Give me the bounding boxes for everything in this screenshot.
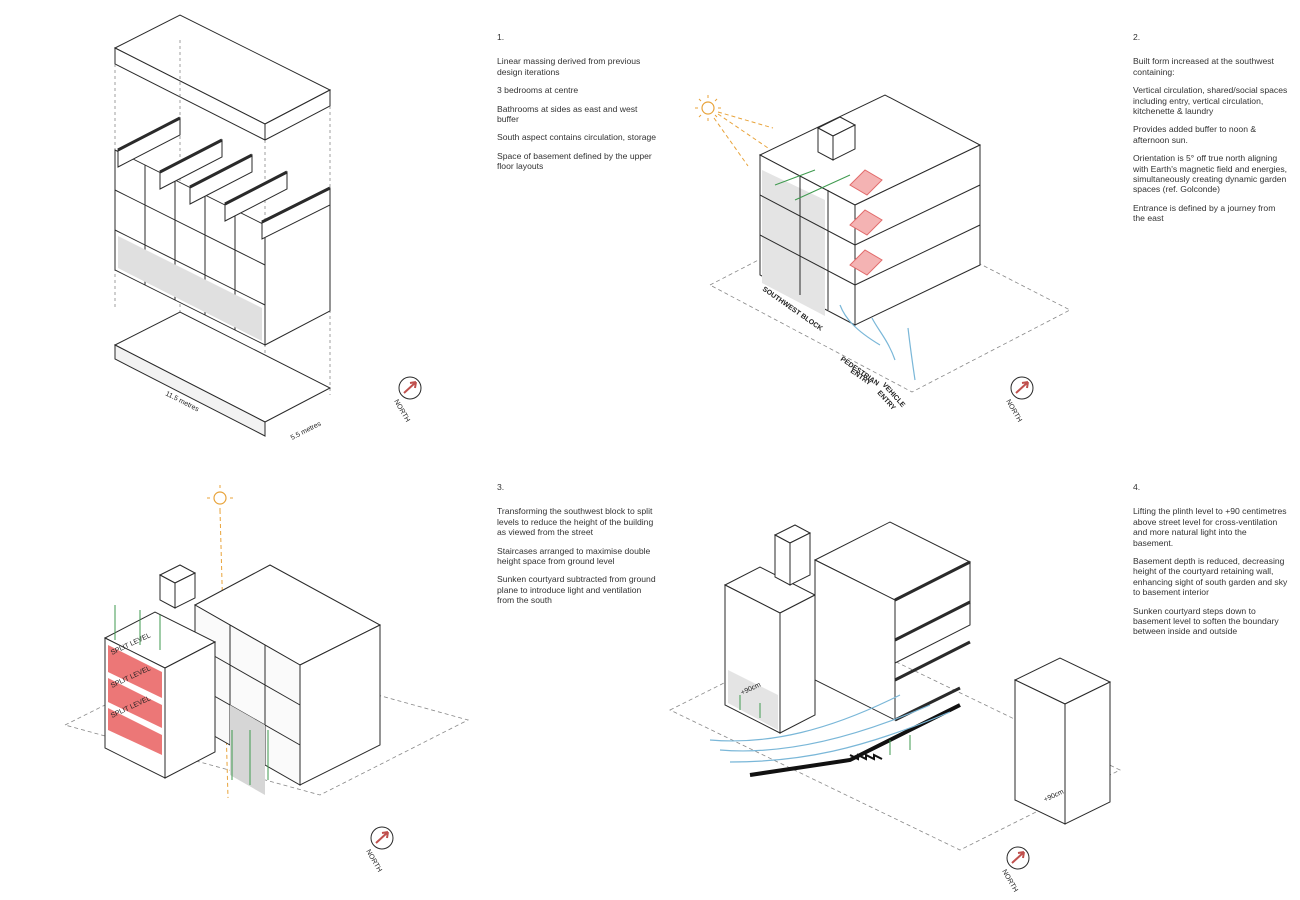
north-compass: NORTH xyxy=(1004,376,1034,424)
green-arrows xyxy=(114,605,269,785)
paragraph: 3 bedrooms at centre xyxy=(497,85,579,96)
stair-tower xyxy=(773,524,812,586)
stair-tower xyxy=(816,116,857,161)
paragraph: Staircases arranged to maximise double h… xyxy=(497,545,651,567)
green-arrows xyxy=(774,169,851,201)
split-level-block xyxy=(103,611,217,779)
paragraph: Sunken courtyard steps down to basement … xyxy=(1133,605,1279,637)
site-boundary xyxy=(63,649,470,796)
paragraph: Lifting the plinth level to +90 centimet… xyxy=(1133,506,1287,548)
north-compass: NORTH xyxy=(1000,846,1030,894)
north-label: NORTH xyxy=(364,849,382,874)
panel-number: 3. xyxy=(497,482,505,492)
west-block xyxy=(723,566,817,734)
width-label: 5.5 metres xyxy=(290,420,323,441)
diagram-1-linear-massing: 11.5 metres 5.5 metres NORTH xyxy=(113,14,422,442)
panel-1: 11.5 metres 5.5 metres NORTH 1. Linear m… xyxy=(0,0,656,450)
panel-4: +90cm +90cm NORTH 4. Lifting the plinth … xyxy=(650,450,1300,900)
green-arrows xyxy=(739,695,911,755)
central-block xyxy=(813,521,972,722)
panel-2: SOUTHWEST BLOCK PEDESTRIAN ENTRY VEHICLE… xyxy=(650,0,1300,450)
north-compass: NORTH xyxy=(392,376,422,424)
north-label: NORTH xyxy=(1000,869,1018,894)
paragraph: Built form increased at the southwest co… xyxy=(1133,56,1274,77)
panel-number: 1. xyxy=(497,32,505,42)
main-building xyxy=(758,94,982,326)
paragraph: Space of basement defined by the upper f… xyxy=(497,150,652,172)
diagram-3-split-levels: SPLIT LEVEL SPLIT LEVEL SPLIT LEVEL NORT… xyxy=(63,485,470,874)
sun-icon xyxy=(695,95,774,167)
panel-1-text: 1. Linear massing derived from previous … xyxy=(497,32,657,180)
panel-3: SPLIT LEVEL SPLIT LEVEL SPLIT LEVEL NORT… xyxy=(0,450,656,900)
red-staircase xyxy=(849,169,883,276)
panel-4-text: 4. Lifting the plinth level to +90 centi… xyxy=(1133,482,1289,645)
diagram-2-southwest-block: SOUTHWEST BLOCK PEDESTRIAN ENTRY VEHICLE… xyxy=(695,94,1071,424)
roof-slab xyxy=(113,14,332,141)
panel-2-text: 2. Built form increased at the southwest… xyxy=(1133,32,1289,232)
paragraph: South aspect contains circulation, stora… xyxy=(497,132,657,143)
partition-walls xyxy=(117,116,331,240)
courtyard-steps xyxy=(849,753,883,761)
paragraph: Transforming the southwest block to spli… xyxy=(497,506,654,538)
paragraph: Provides added buffer to noon & afternoo… xyxy=(1133,124,1257,145)
main-building xyxy=(193,564,382,795)
air-flow-arrows xyxy=(709,694,951,763)
diagram-4-plinth-courtyard: +90cm +90cm NORTH xyxy=(669,521,1121,894)
panel-number: 2. xyxy=(1133,32,1141,42)
paragraph: Linear massing derived from previous des… xyxy=(497,56,641,77)
retaining-wall xyxy=(749,703,961,777)
sun-icon xyxy=(207,485,233,799)
paragraph: Bathrooms at sides as east and west buff… xyxy=(497,103,638,125)
north-compass: NORTH xyxy=(364,826,394,874)
basement-void xyxy=(113,311,332,437)
east-block xyxy=(1013,657,1112,825)
building-body xyxy=(114,149,331,346)
entry-arrows xyxy=(839,304,916,381)
north-label: NORTH xyxy=(392,399,410,424)
paragraph: Orientation is 5° off true north alignin… xyxy=(1133,153,1288,195)
north-label: NORTH xyxy=(1004,399,1022,424)
panel-number: 4. xyxy=(1133,482,1141,492)
paragraph: Basement depth is reduced, decreasing he… xyxy=(1133,556,1288,598)
stair-tower xyxy=(158,564,197,609)
paragraph: Sunken courtyard subtracted from ground … xyxy=(497,574,656,606)
site-boundary xyxy=(709,204,1071,393)
paragraph: Vertical circulation, shared/social spac… xyxy=(1133,85,1288,117)
paragraph: Entrance is defined by a journey from th… xyxy=(1133,202,1276,224)
panel-3-text: 3. Transforming the southwest block to s… xyxy=(497,482,657,614)
